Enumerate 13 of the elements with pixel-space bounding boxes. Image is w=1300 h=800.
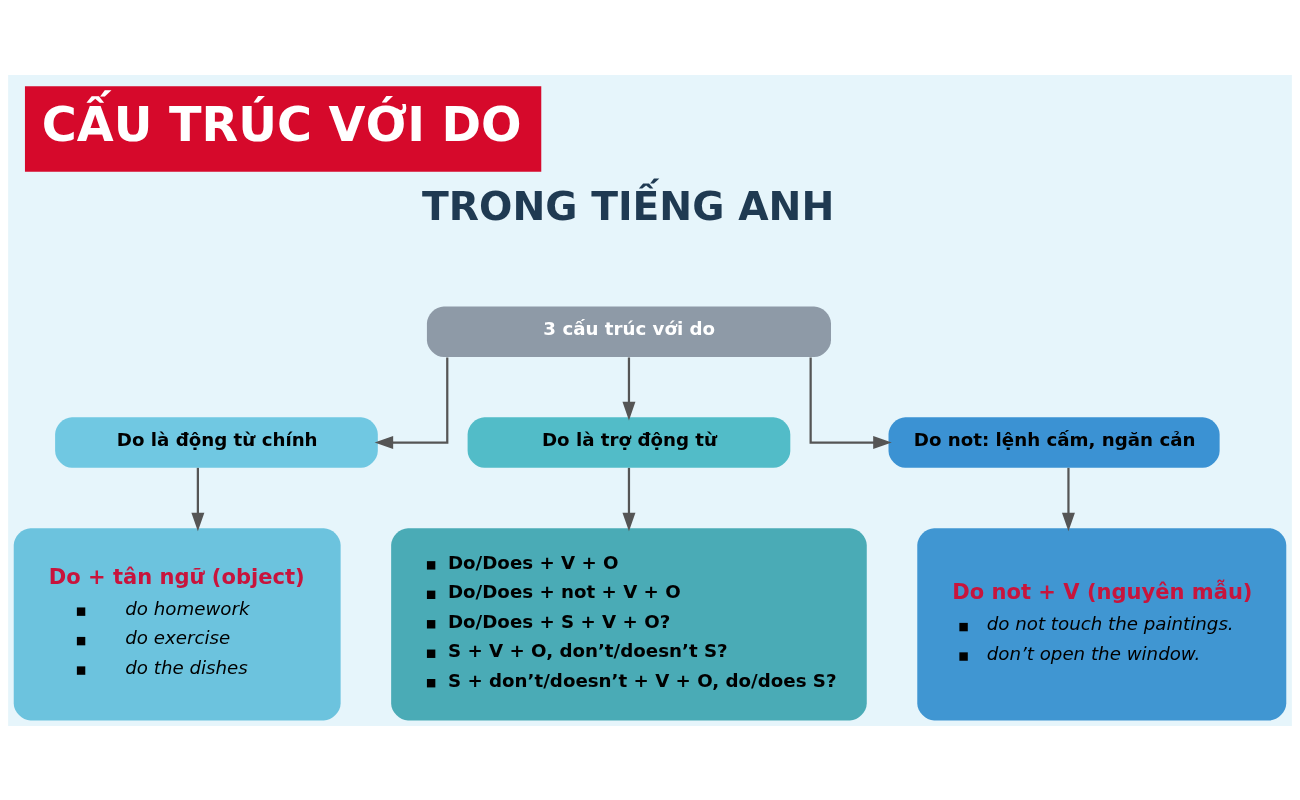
node-box: 3 cấu trúc với do [426, 306, 831, 357]
arrow [191, 467, 205, 531]
arrow [374, 356, 449, 449]
node-box: Do là động từ chính [55, 416, 378, 468]
node-box: Do là trợ động từ [467, 416, 791, 468]
node-box: Do not + V (nguyên mẫu) do not touch the paintings. don’t open the window. [917, 527, 1287, 720]
node-box: Do/Does + V + O Do/Does + not + V + O Do/Does + S + V + O? S + V + O, don’t/doesn’t S? S + don’t/doesn’t + V + O, do/does S? [391, 527, 867, 720]
arrow [622, 356, 636, 420]
arrow [1061, 467, 1075, 531]
node-box: Do + tân ngữ (object) do homework do exercise do the dishes [13, 527, 341, 720]
node-box: Do not: lệnh cấm, ngăn cản [888, 416, 1220, 468]
arrow [622, 467, 636, 531]
arrow [809, 356, 892, 449]
